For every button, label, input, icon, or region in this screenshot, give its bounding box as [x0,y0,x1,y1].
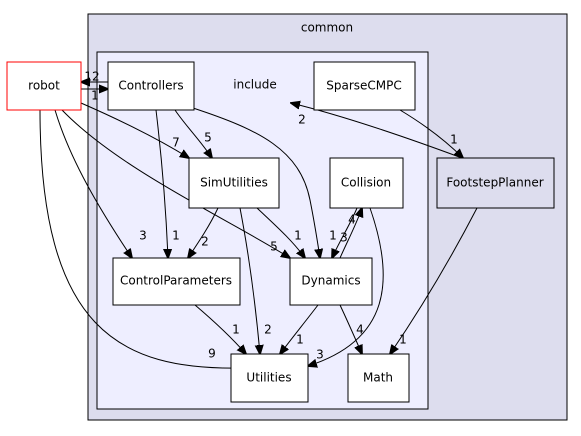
edge-label-simutilities-controlparameters: 2 [201,235,209,249]
edge-controllers-dynamics: 1 [192,107,337,258]
edge-dynamics-math: 4 [339,304,364,354]
node-controllers-label: Controllers [118,79,183,93]
edge-simutilities-dynamics: 1 [256,207,305,258]
node-simutilities[interactable]: SimUtilities [188,157,280,209]
node-collision-label: Collision [341,176,391,190]
node-simutilities-label: SimUtilities [200,176,268,190]
edge-controlparameters-utilities: 1 [194,304,246,354]
node-utilities-label: Utilities [246,371,291,385]
edge-label-robot-dynamics: 5 [270,240,278,254]
node-utilities[interactable]: Utilities [230,353,309,403]
node-robot-label: robot [28,79,60,93]
edge-simutilities-controlparameters: 2 [188,207,219,258]
edge-footstepplanner-include: 2 [291,103,463,159]
edge-robot-simutilities: 7 [80,102,189,158]
edge-dynamics-collision: 4 [339,208,362,259]
edge-label-dynamics-collision: 4 [348,213,356,227]
edge-robot-controlparameters: 3 [54,109,147,258]
edge-label-footstepplanner-include: 2 [298,113,306,127]
edge-label-footstepplanner-math: 1 [399,333,407,347]
edge-label-robot-simutilities: 7 [172,136,180,150]
edge-label-simutilities-dynamics: 1 [294,229,302,243]
edge-label-controllers-controlparameters: 1 [172,229,180,243]
cluster-common-label: common [301,21,353,35]
node-controlparameters-label: ControlParameters [120,274,232,288]
edge-label-collision-utilities: 3 [316,348,324,362]
edge-controllers-robot: 12 [81,70,108,84]
edge-label-robot-utilities: 9 [208,347,216,361]
edge-label-robot-controllers: 1 [91,89,99,103]
cluster-include-label: include [233,78,276,92]
node-sparsecmpc-label: SparseCMPC [326,79,402,93]
edge-label-robot-controlparameters: 3 [139,229,147,243]
node-math-label: Math [363,371,393,385]
edge-label-controlparameters-utilities: 1 [232,323,240,337]
node-collision[interactable]: Collision [329,157,404,209]
edge-simutilities-utilities: 2 [239,207,272,354]
edge-robot-controllers: 1 [81,89,108,103]
edge-label-controllers-simutilities: 5 [204,131,212,145]
edge-collision-utilities: 3 [308,207,384,366]
edge-sparsecmpc-footstepplanner: 1 [399,109,463,158]
edge-label-collision-dynamics: 3 [340,231,348,245]
edge-label-controllers-dynamics: 1 [329,229,337,243]
node-footstepplanner[interactable]: FootstepPlanner [436,157,555,209]
edge-controllers-simutilities: 5 [174,109,212,158]
edge-label-sparsecmpc-footstepplanner: 1 [450,133,458,147]
node-footstepplanner-label: FootstepPlanner [446,176,543,190]
edge-robot-dynamics: 5 [61,109,290,258]
node-math[interactable]: Math [347,353,410,403]
edge-label-dynamics-math: 4 [356,323,364,337]
edge-robot-utilities: 9 [39,109,241,368]
edge-footstepplanner-math: 1 [390,207,478,354]
node-dynamics-label: Dynamics [301,274,360,288]
node-sparsecmpc[interactable]: SparseCMPC [313,61,416,111]
node-controlparameters[interactable]: ControlParameters [112,257,241,306]
node-controllers[interactable]: Controllers [107,61,195,111]
edge-controllers-controlparameters: 1 [155,109,180,258]
edge-label-controllers-robot: 12 [84,70,99,84]
edge-label-simutilities-utilities: 2 [264,323,272,337]
edge-dynamics-utilities: 1 [280,304,319,354]
edge-label-dynamics-utilities: 1 [296,333,304,347]
node-robot[interactable]: robot [6,61,82,111]
node-dynamics[interactable]: Dynamics [289,257,373,306]
